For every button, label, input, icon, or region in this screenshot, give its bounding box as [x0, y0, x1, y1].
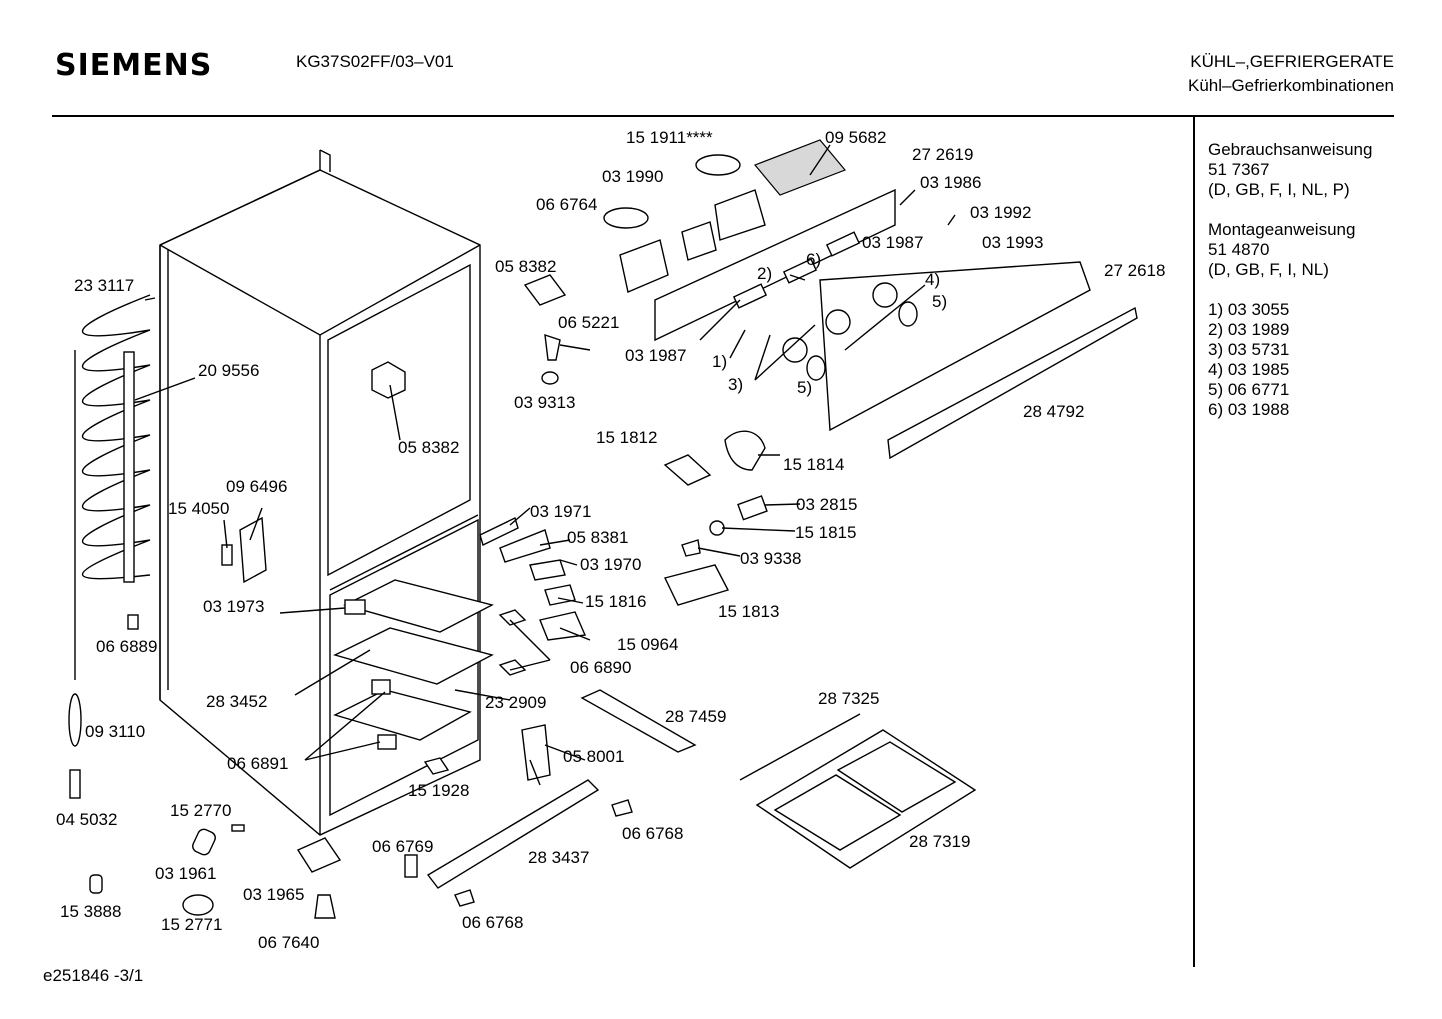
part-label: 28 7459 — [665, 707, 726, 726]
part-label: 05 8001 — [563, 747, 624, 766]
part-label: 5) — [797, 378, 812, 397]
part-label: 03 9313 — [514, 393, 575, 412]
exploded-view-drawing: 15 1911**** 09 5682 27 2619 03 1990 03 1… — [56, 128, 1165, 952]
sidebar-divider — [1193, 117, 1195, 967]
part-label: 03 1973 — [203, 597, 264, 616]
category-line-2: Kühl–Gefrierkombinationen — [1187, 76, 1394, 95]
part-label: 06 6891 — [227, 754, 288, 773]
part-label: 28 3452 — [206, 692, 267, 711]
part-label: 15 4050 — [168, 499, 229, 518]
part-label: 06 7640 — [258, 933, 319, 952]
part-label: 05 8382 — [398, 438, 459, 457]
user-manual-number: 51 7367 — [1208, 160, 1270, 179]
installation-manual-number: 51 4870 — [1208, 240, 1270, 259]
part-label: 5) — [932, 292, 947, 311]
part-label: 03 1987 — [625, 346, 686, 365]
part-label: 15 1911**** — [626, 128, 713, 147]
user-manual-title: Gebrauchsanweisung — [1208, 140, 1373, 159]
part-label: 06 6769 — [372, 837, 433, 856]
part-label: 06 6768 — [622, 824, 683, 843]
part-label: 04 5032 — [56, 810, 117, 829]
part-label: 06 6890 — [570, 658, 631, 677]
drawing-code: e251846 -3/1 — [43, 966, 144, 985]
part-label: 15 1928 — [408, 781, 469, 800]
part-label: 03 2815 — [796, 495, 857, 514]
condenser-coil-drawing — [74, 294, 151, 680]
leader-lines — [134, 144, 956, 786]
part-label: 15 1816 — [585, 592, 646, 611]
part-label: 09 5682 — [825, 128, 886, 147]
part-label: 15 0964 — [617, 635, 678, 654]
part-label: 03 9338 — [740, 549, 801, 568]
part-label: 03 1965 — [243, 885, 304, 904]
installation-manual-languages: (D, GB, F, I, NL) — [1208, 260, 1329, 279]
footnote-list: 1) 03 3055 2) 03 1989 3) 03 5731 4) 03 1… — [1208, 300, 1372, 420]
control-panel-drawing — [603, 139, 1138, 460]
installation-manual-title: Montageanweisung — [1208, 220, 1356, 239]
part-label: 4) — [925, 270, 940, 289]
part-label: 23 2909 — [485, 693, 546, 712]
part-label: 05 8382 — [495, 257, 556, 276]
footnote-item: 3) 03 5731 — [1208, 340, 1290, 359]
part-label: 03 1993 — [982, 233, 1043, 252]
part-label: 09 6496 — [226, 477, 287, 496]
part-label: 15 1814 — [783, 455, 844, 474]
part-label: 03 1970 — [580, 555, 641, 574]
part-label: 06 6768 — [462, 913, 523, 932]
part-label: 06 5221 — [558, 313, 619, 332]
part-labels: 15 1911**** 09 5682 27 2619 03 1990 03 1… — [56, 128, 1165, 952]
part-label: 06 6764 — [536, 195, 597, 214]
part-label: 28 7325 — [818, 689, 879, 708]
part-label: 15 3888 — [60, 902, 121, 921]
footnote-item: 2) 03 1989 — [1208, 320, 1290, 339]
part-label: 15 1812 — [596, 428, 657, 447]
part-label: 3) — [728, 375, 743, 394]
part-label: 03 1992 — [970, 203, 1031, 222]
part-label: 27 2618 — [1104, 261, 1165, 280]
footnote-item: 5) 06 6771 — [1208, 380, 1290, 399]
footnote-item: 1) 03 3055 — [1208, 300, 1290, 319]
category-line-1: KÜHL–,GEFRIERGERATE — [1190, 52, 1394, 71]
part-label: 09 3110 — [85, 722, 145, 741]
part-label: 03 1986 — [920, 173, 981, 192]
user-manual-languages: (D, GB, F, I, NL, P) — [1208, 180, 1350, 199]
small-parts-drawing — [68, 274, 977, 919]
part-label: 28 3437 — [528, 848, 589, 867]
part-label: 2) — [757, 264, 772, 283]
installation-manual-block: Montageanweisung 51 4870 (D, GB, F, I, N… — [1208, 220, 1372, 280]
part-label: 6) — [806, 250, 821, 269]
part-label: 03 1971 — [530, 502, 591, 521]
category: KÜHL–,GEFRIERGERATE Kühl–Gefrierkombinat… — [1188, 50, 1394, 98]
part-label: 1) — [712, 352, 727, 371]
part-label: 28 7319 — [909, 832, 970, 851]
part-label: 03 1987 — [862, 233, 923, 252]
model-number: KG37S02FF/03–V01 — [296, 52, 454, 71]
part-label: 06 6889 — [96, 637, 157, 656]
part-label: 03 1990 — [602, 167, 663, 186]
brand-logo: SIEMENS — [55, 48, 213, 83]
part-label: 27 2619 — [912, 145, 973, 164]
part-label: 15 1815 — [795, 523, 856, 542]
fridge-cabinet-drawing — [159, 149, 494, 836]
part-label: 28 4792 — [1023, 402, 1084, 421]
part-label: 20 9556 — [198, 361, 259, 380]
part-label: 03 1961 — [155, 864, 216, 883]
footnote-item: 6) 03 1988 — [1208, 400, 1290, 419]
part-label: 05 8381 — [567, 528, 628, 547]
part-label: 15 2771 — [161, 915, 222, 934]
part-label: 15 2770 — [170, 801, 231, 820]
part-label: 23 3117 — [74, 276, 134, 295]
footnote-item: 4) 03 1985 — [1208, 360, 1290, 379]
user-manual-block: Gebrauchsanweisung 51 7367 (D, GB, F, I,… — [1208, 140, 1372, 200]
part-label: 15 1813 — [718, 602, 779, 621]
sidebar: Gebrauchsanweisung 51 7367 (D, GB, F, I,… — [1208, 140, 1372, 440]
header-divider — [52, 115, 1394, 117]
